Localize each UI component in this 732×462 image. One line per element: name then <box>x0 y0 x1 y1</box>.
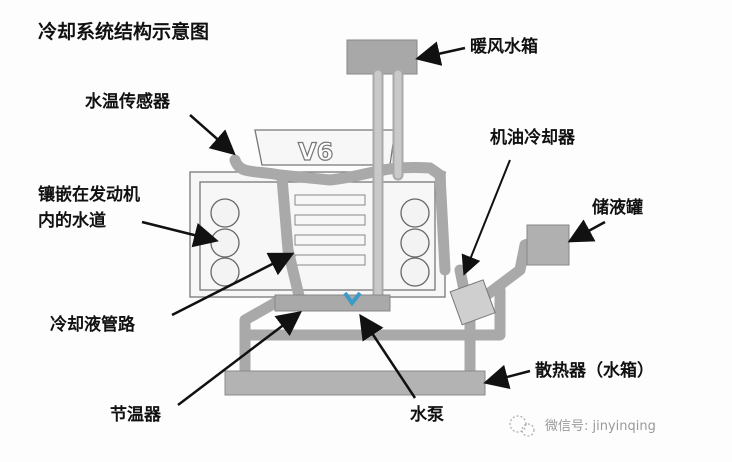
wechat-icon <box>509 415 535 437</box>
engine-block: V6 <box>189 129 446 298</box>
radiator <box>224 370 486 396</box>
watermark: 微信号: jinyinqing <box>545 419 656 434</box>
label-water-pump: 水泵 <box>410 404 444 425</box>
diagram-title: 冷却系统结构示意图 <box>38 20 209 43</box>
label-reservoir: 储液罐 <box>592 197 643 218</box>
label-radiator: 散热器（水箱） <box>535 360 654 381</box>
pump-flow-icon <box>343 291 362 307</box>
cylinders <box>210 198 430 287</box>
label-temp-sensor: 水温传感器 <box>85 91 171 112</box>
oil-cooler <box>449 279 496 326</box>
reservoir-tank <box>526 224 570 266</box>
engine-badge: V6 <box>298 138 333 166</box>
label-coolant-lines: 冷却液管路 <box>50 314 136 335</box>
label-engine-waterways-1: 镶嵌在发动机 <box>38 184 140 205</box>
thermostat-pump-housing <box>274 294 391 312</box>
label-heater-core: 暖风水箱 <box>470 36 538 57</box>
label-oil-cooler: 机油冷却器 <box>490 127 576 148</box>
label-thermostat: 节温器 <box>110 404 162 425</box>
heater-core <box>346 39 418 75</box>
label-engine-waterways-2: 内的水道 <box>38 210 106 231</box>
